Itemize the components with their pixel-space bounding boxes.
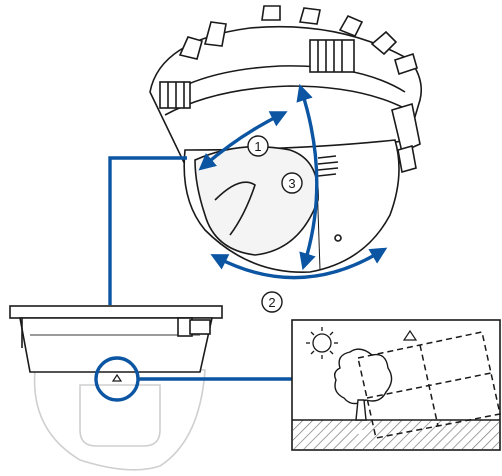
connector-line (108, 156, 187, 305)
arrow-2 (210, 247, 388, 280)
callout-1: 1 (247, 135, 269, 157)
dome-camera: 1 3 2 (149, 5, 423, 313)
mount-bottom-view (9, 305, 223, 471)
scene-triangle-marker-icon (402, 329, 418, 341)
callout-2-label: 2 (268, 295, 275, 310)
rotation-arrows (198, 83, 388, 280)
callout-2: 2 (261, 291, 283, 313)
arrow-3 (296, 83, 319, 271)
callout-3: 3 (281, 172, 303, 194)
sun-icon (306, 327, 338, 359)
camera-dome-sphere (183, 139, 400, 273)
tree-icon (333, 348, 393, 434)
scene-panel (291, 319, 501, 451)
triangle-marker-icon (111, 373, 123, 382)
callout-1-label: 1 (254, 139, 261, 154)
callout-3-label: 3 (288, 176, 295, 191)
arrow-1 (198, 111, 288, 171)
field-of-view-frame (357, 331, 501, 439)
